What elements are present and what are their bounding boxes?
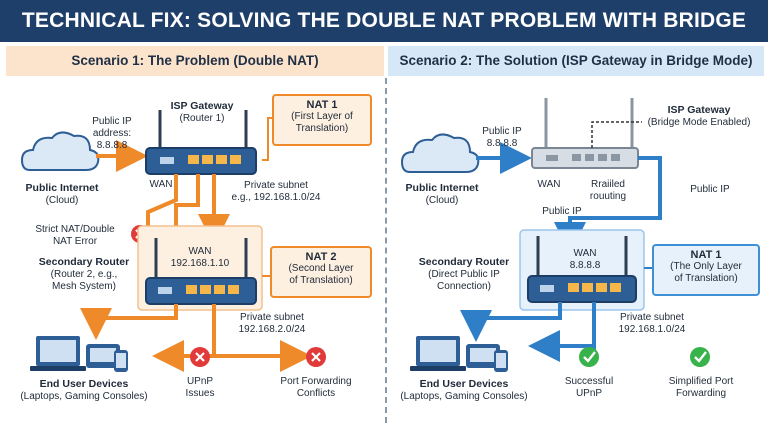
left-nat2-box: NAT 2 (Second Layer of Translation) xyxy=(270,246,372,298)
right-public-ip: Public IP 8.8.8.8 xyxy=(482,126,522,149)
left-private1: Private subnet e.g., 192.168.1.0/24 xyxy=(231,180,321,203)
left-devices-sub: (Laptops, Gaming Consoles) xyxy=(20,391,148,402)
right-port-label: Simplified Port Forwarding xyxy=(668,376,734,399)
left-router-title: Secondary Router xyxy=(38,256,130,268)
right-railed-routing: Rraiiled rouuting xyxy=(589,179,627,202)
right-upnp-label: Successful UPnP xyxy=(564,376,614,399)
right-nat-sub: (The Only Layer of Translation) xyxy=(670,261,742,284)
left-wan1: WAN xyxy=(149,179,173,190)
right-private: Private subnet 192.168.1.0/24 xyxy=(618,312,686,335)
left-devices-title: End User Devices xyxy=(39,378,129,390)
left-internet-sub: (Cloud) xyxy=(45,195,79,206)
right-upnp-success-icon xyxy=(579,347,599,367)
right-router-title: Secondary Router xyxy=(418,256,510,268)
right-secondary-router-icon xyxy=(527,236,637,303)
right-devices-title: End User Devices xyxy=(419,378,509,390)
left-router-sub: (Router 2, e.g., Mesh System) xyxy=(50,269,118,292)
left-devices-icon xyxy=(30,336,128,372)
right-gateway-title: ISP Gateway xyxy=(667,104,731,116)
left-wan2: WAN 192.168.1.10 xyxy=(170,246,230,269)
left-nat1-box: NAT 1 (First Layer of Translation) xyxy=(272,94,372,146)
left-gateway-title: ISP Gateway xyxy=(170,100,234,112)
left-nat1-title: NAT 1 xyxy=(306,99,338,111)
right-cloud-icon xyxy=(400,133,480,173)
right-nat-box: NAT 1 (The Only Layer of Translation) xyxy=(652,244,760,296)
right-wan2: WAN 8.8.8.8 xyxy=(569,248,601,271)
right-devices-icon xyxy=(410,336,508,372)
right-public-ip-label-b: Public IP xyxy=(542,206,582,217)
left-nat2-sub: (Second Layer of Translation) xyxy=(288,263,354,286)
right-public-ip-label-a: Public IP xyxy=(690,184,730,195)
scenario-2-heading: Scenario 2: The Solution (ISP Gateway in… xyxy=(388,46,764,76)
left-nat1-sub: (First Layer of Translation) xyxy=(291,111,353,134)
right-devices-sub: (Laptops, Gaming Consoles) xyxy=(400,391,528,402)
left-upnp-label: UPnP Issues xyxy=(185,376,215,399)
left-public-ip: Public IP address: 8.8.8.8 xyxy=(92,116,132,151)
left-private2: Private subnet 192.168.2.0/24 xyxy=(238,312,306,335)
right-internet-sub: (Cloud) xyxy=(425,195,459,206)
right-internet-title: Public Internet xyxy=(405,182,479,194)
left-port-label: Port Forwarding Conflicts xyxy=(280,376,352,399)
right-gateway-sub: (Bridge Mode Enabled) xyxy=(647,117,751,128)
left-gateway-sub: (Router 1) xyxy=(179,113,225,124)
left-port-error-icon xyxy=(306,347,326,367)
left-internet-title: Public Internet xyxy=(25,182,99,194)
right-bridge-gateway-icon xyxy=(531,98,639,169)
right-wan: WAN xyxy=(537,179,561,190)
right-router-sub: (Direct Public IP Connection) xyxy=(428,269,500,292)
center-divider xyxy=(385,78,387,423)
left-nat2-title: NAT 2 xyxy=(305,251,337,263)
left-secondary-router-icon xyxy=(145,238,257,305)
left-gateway-router-icon xyxy=(145,110,257,175)
scenario-1-heading: Scenario 1: The Problem (Double NAT) xyxy=(6,46,384,76)
right-nat-title: NAT 1 xyxy=(690,249,722,261)
left-upnp-error-icon xyxy=(190,347,210,367)
left-cloud-icon xyxy=(20,131,100,171)
left-error-label: Strict NAT/Double NAT Error xyxy=(35,224,115,247)
right-port-success-icon xyxy=(690,347,710,367)
